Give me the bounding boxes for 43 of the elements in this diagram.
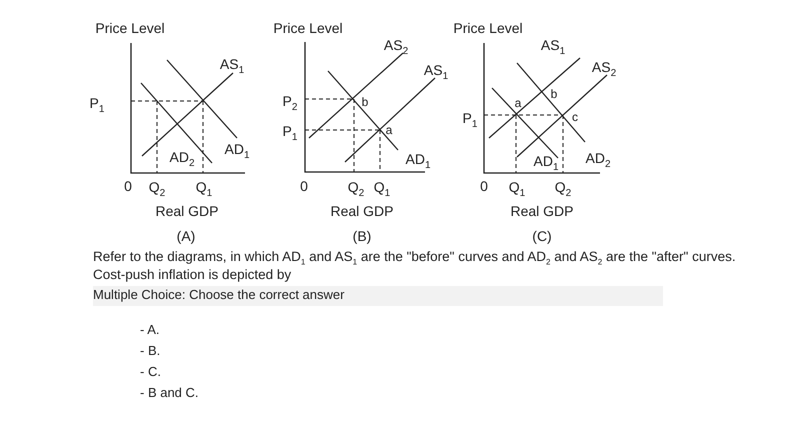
axis-tick-label: P$_{2}$ <box>282 94 298 108</box>
axis-tick-label: Q$_{1}$ <box>196 180 212 194</box>
point-label: c <box>572 111 578 123</box>
answer-option: - B and C. <box>140 384 199 402</box>
axis-tick-label: 0 <box>124 179 132 193</box>
point-label: a <box>386 124 392 136</box>
curve-label: AD$_{1}$ <box>406 152 430 166</box>
axis-title: Price Level <box>453 21 523 35</box>
curve-label: AS$_{1}$ <box>424 63 448 77</box>
axis-tick-label: Q$_{2}$ <box>348 180 364 194</box>
axis-title: Price Level <box>95 21 165 35</box>
point-label: b <box>550 88 558 100</box>
panel-label: (A) <box>176 229 196 243</box>
question-text: Refer to the diagrams, in which AD$_{1}$ and AS$_{1}$ are the "before" curves and AD$_{2}$ and AS$_{2}$ are the "after" curves. Cost-push inflation is depicted by <box>93 248 737 284</box>
curve-label: AD$_{2}$ <box>586 151 610 165</box>
axis-tick-label: Q$_{1}$ <box>374 180 390 194</box>
curve-label: AS$_{2}$ <box>592 60 616 74</box>
curve-label: AS$_{1}$ <box>540 38 566 52</box>
axis-title: Real GDP <box>330 204 394 218</box>
axis-tick-label: 0 <box>480 179 488 193</box>
curve-label: AD$_{1}$ <box>534 154 558 168</box>
instruction-bar: Multiple Choice: Choose the correct answer <box>93 286 663 306</box>
answer-option: - A. <box>140 321 160 339</box>
axis-title: Real GDP <box>155 204 219 218</box>
axis-tick-label: Q$_{2}$ <box>554 180 572 194</box>
axis-title: Real GDP <box>510 204 574 218</box>
axis-title: Price Level <box>273 21 343 35</box>
point-label: b <box>362 96 368 108</box>
axis-tick-label: P$_{1}$ <box>462 111 478 125</box>
axis-tick-label: P$_{1}$ <box>90 96 104 110</box>
axis-tick-label: Q$_{1}$ <box>508 180 526 194</box>
point-label: a <box>514 97 522 109</box>
axis-tick-label: 0 <box>300 179 308 193</box>
panel-label: (C) <box>532 229 552 243</box>
curve-label: AS$_{2}$ <box>384 38 408 52</box>
axis-tick-label: P$_{1}$ <box>282 124 298 138</box>
curve-label: AD$_{2}$ <box>170 150 194 164</box>
curve-label: AS$_{1}$ <box>220 57 244 71</box>
axis-tick-label: Q$_{2}$ <box>148 180 166 194</box>
panel-label: (B) <box>352 229 372 243</box>
answer-option: - B. <box>140 342 160 360</box>
answer-option: - C. <box>140 363 161 381</box>
curve-label: AD$_{1}$ <box>224 142 250 156</box>
